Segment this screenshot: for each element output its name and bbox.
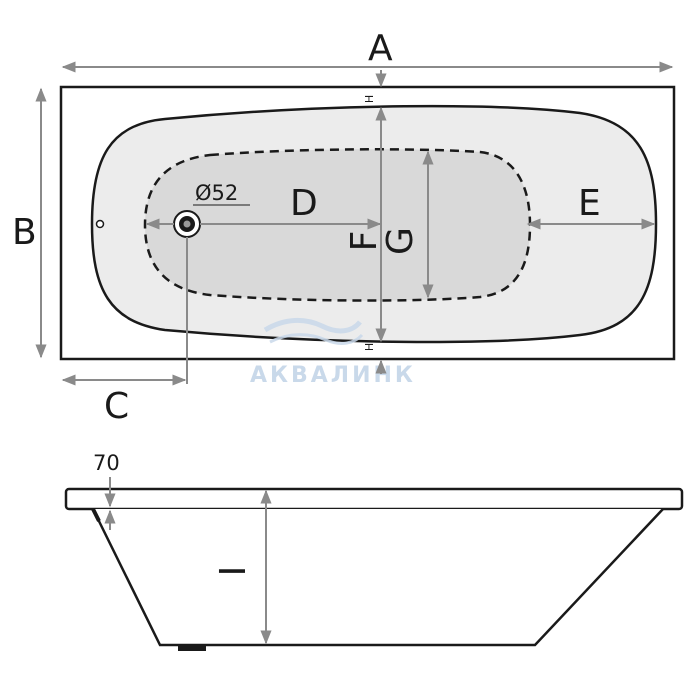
watermark-logo [263,318,364,345]
drain-icon [173,210,201,238]
tub-side-rim [64,487,684,511]
dimension-label-h-top: H [363,95,376,103]
dimension-label-b: B [12,212,37,253]
dimension-label-f: F [344,231,385,252]
dimension-label-h-bottom: H [363,343,376,351]
dimension-label-e: E [578,183,601,224]
tub-foot [178,645,206,651]
dimension-label-i: I [213,566,254,577]
watermark-text: АКВАЛИНК [250,363,416,388]
drain-diameter-label: Ø52 [195,181,238,205]
overflow-hole-icon [95,219,105,229]
dimension-label-d: D [290,183,318,224]
tub-side-body [91,508,664,647]
dimension-label-a: A [368,28,393,69]
dimension-label-c: C [104,386,129,427]
rim-thickness-label: 70 [93,451,120,475]
side-view: 70 I [64,451,684,651]
top-view: АКВАЛИНК A B C D Ø52 E F G H H [12,28,676,427]
dimension-label-g: G [380,227,421,255]
